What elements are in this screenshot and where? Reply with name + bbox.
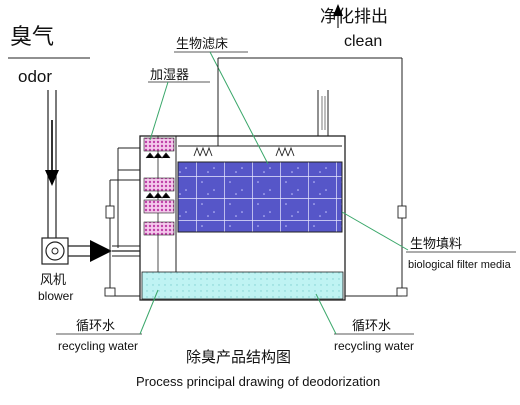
humidifier-block: [143, 137, 175, 152]
media-leader: [341, 211, 409, 251]
biological-filter-media: [177, 161, 343, 233]
clean-label-en: clean: [344, 33, 382, 50]
media-label-group: 生物填料 biological filter media: [341, 211, 516, 271]
blower-fan-icon: [45, 241, 65, 261]
tank-inlet: [117, 147, 140, 248]
odor-label-en: odor: [18, 67, 52, 86]
left-pump-icon: [104, 287, 116, 297]
outlet: 净化排出 clean: [217, 4, 402, 146]
odor-inlet-duct: [45, 90, 59, 238]
blower-label-cn: 风机: [40, 273, 66, 288]
water-right-label-cn: 循环水: [352, 319, 391, 334]
humidifier-label: 加湿器: [150, 68, 189, 83]
left-valve-icon: [105, 205, 115, 219]
right-pump-icon: [396, 287, 408, 297]
odor-label-cn: 臭气: [10, 25, 54, 50]
humidifier-block: [143, 177, 175, 192]
water-right-leader: [315, 293, 337, 335]
filter-media-block: [177, 161, 343, 233]
biofilter-leader: [209, 51, 269, 165]
water-left-label-en: recycling water: [58, 339, 138, 353]
humidifier-leader: [149, 81, 169, 141]
water-right-label-en: recycling water: [334, 339, 414, 353]
water-left-leader: [139, 289, 159, 335]
right-recirculation: [345, 58, 408, 297]
title-group: 除臭产品结构图 Process principal drawing of deo…: [136, 348, 380, 389]
title-cn: 除臭产品结构图: [186, 348, 291, 366]
title-en: Process principal drawing of deodorizati…: [136, 374, 380, 389]
blower: 风机 blower: [38, 237, 140, 303]
spray-nozzle-icon: [275, 146, 295, 157]
clean-outlet-arrow-icon: [333, 4, 343, 16]
media-label-en: biological filter media: [408, 259, 512, 271]
water-left-label-cn: 循环水: [76, 319, 115, 334]
blower-label-en: blower: [38, 289, 73, 303]
blower-outlet-arrow-icon: [90, 240, 112, 262]
right-valve-icon: [397, 205, 407, 219]
clean-label-cn: 净化排出: [320, 7, 388, 27]
odor-label-group: 臭气 odor: [8, 25, 90, 86]
water-left-label-group: 循环水 recycling water: [56, 289, 159, 353]
media-label-cn: 生物填料: [410, 237, 462, 252]
odor-flow-arrow-icon: [45, 170, 59, 186]
humidifier-block: [143, 221, 175, 236]
water-reservoir: [141, 271, 344, 300]
recycling-water-pool: [141, 271, 344, 300]
spray-nozzle-icon: [193, 146, 213, 157]
biofilter-label: 生物滤床: [176, 37, 228, 52]
water-right-label-group: 循环水 recycling water: [315, 293, 414, 353]
humidifier: 加湿器: [143, 68, 210, 236]
biofilter-label-group: 生物滤床: [174, 37, 269, 165]
left-recirculation: [104, 179, 140, 297]
humidifier-block: [143, 199, 175, 214]
spray-header: [178, 145, 342, 157]
